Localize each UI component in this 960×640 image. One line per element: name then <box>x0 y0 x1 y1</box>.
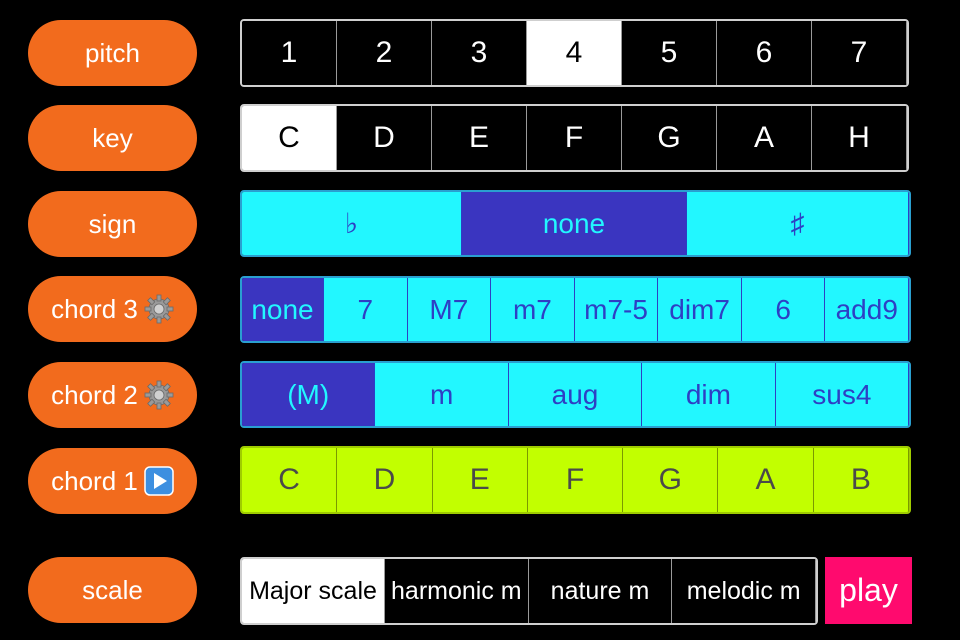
key-option[interactable]: F <box>527 106 622 170</box>
chord3-option[interactable]: dim7 <box>658 278 742 341</box>
chord2-option[interactable]: aug <box>508 363 643 426</box>
key-option[interactable]: D <box>337 106 432 170</box>
scale-option[interactable]: melodic m <box>672 559 816 623</box>
chord2-selector: (M) m aug dim sus4 <box>240 361 911 428</box>
chord2-label-text: chord 2 <box>51 379 138 410</box>
gear-icon[interactable] <box>144 294 174 324</box>
sign-option-sharp[interactable]: ♯ <box>687 192 909 255</box>
key-option[interactable]: H <box>812 106 907 170</box>
chord3-option[interactable]: add9 <box>825 278 909 341</box>
chord3-option[interactable]: m7 <box>491 278 575 341</box>
chord3-label-text: chord 3 <box>51 293 138 324</box>
play-icon[interactable] <box>144 466 174 496</box>
key-label-button[interactable]: key <box>28 105 197 171</box>
chord1-option[interactable]: G <box>623 448 719 512</box>
key-option[interactable]: A <box>717 106 812 170</box>
pitch-selector: 1 2 3 4 5 6 7 <box>240 19 909 87</box>
chord1-option[interactable]: A <box>718 448 814 512</box>
scale-option-selected[interactable]: Major scale <box>242 559 385 623</box>
sign-option-none-selected[interactable]: none <box>462 192 687 255</box>
chord1-option[interactable]: E <box>432 448 528 512</box>
sign-selector: ♭ none ♯ <box>240 190 911 257</box>
pitch-option[interactable]: 6 <box>717 21 812 85</box>
chord1-label-text: chord 1 <box>51 465 138 496</box>
scale-option[interactable]: harmonic m <box>385 559 529 623</box>
chord3-option-selected[interactable]: none <box>242 278 324 341</box>
scale-selector: Major scale harmonic m nature m melodic … <box>240 557 818 625</box>
chord2-option[interactable]: m <box>375 363 509 426</box>
chord1-option[interactable]: C <box>242 448 338 512</box>
chord3-option[interactable]: 7 <box>324 278 408 341</box>
chord1-option[interactable]: B <box>813 448 909 512</box>
pitch-option[interactable]: 1 <box>242 21 337 85</box>
chord2-option-selected[interactable]: (M) <box>242 363 376 426</box>
scale-label-text: scale <box>82 574 143 605</box>
pitch-option[interactable]: 3 <box>432 21 527 85</box>
play-button-label: play <box>839 572 898 608</box>
key-label-text: key <box>92 122 133 153</box>
chord3-option[interactable]: m7-5 <box>574 278 659 341</box>
chord2-option[interactable]: sus4 <box>775 363 909 426</box>
chord3-option[interactable]: 6 <box>741 278 826 341</box>
chord1-label-button[interactable]: chord 1 <box>28 448 197 514</box>
sign-option-flat[interactable]: ♭ <box>242 192 462 255</box>
key-option-selected[interactable]: C <box>242 106 337 170</box>
key-option[interactable]: E <box>432 106 527 170</box>
chord1-option[interactable]: D <box>337 448 433 512</box>
scale-option[interactable]: nature m <box>528 559 673 623</box>
gear-icon[interactable] <box>144 380 174 410</box>
chord2-label-button[interactable]: chord 2 <box>28 362 197 428</box>
pitch-option-selected[interactable]: 4 <box>527 21 622 85</box>
pitch-option[interactable]: 5 <box>622 21 717 85</box>
pitch-option[interactable]: 2 <box>337 21 432 85</box>
chord3-option[interactable]: M7 <box>407 278 492 341</box>
chord1-option[interactable]: F <box>527 448 624 512</box>
pitch-label-text: pitch <box>85 37 140 68</box>
scale-label-button[interactable]: scale <box>28 557 197 623</box>
pitch-label-button[interactable]: pitch <box>28 20 197 86</box>
key-option[interactable]: G <box>622 106 717 170</box>
chord3-selector: none 7 M7 m7 m7-5 dim7 6 add9 <box>240 276 911 343</box>
chord2-option[interactable]: dim <box>642 363 776 426</box>
play-button[interactable]: play <box>825 557 912 624</box>
sign-label-text: sign <box>88 208 137 239</box>
chord3-label-button[interactable]: chord 3 <box>28 276 197 342</box>
key-selector: C D E F G A H <box>240 104 909 172</box>
pitch-option[interactable]: 7 <box>812 21 907 85</box>
chord1-selector: C D E F G A B <box>240 446 911 514</box>
sign-label-button[interactable]: sign <box>28 191 197 257</box>
